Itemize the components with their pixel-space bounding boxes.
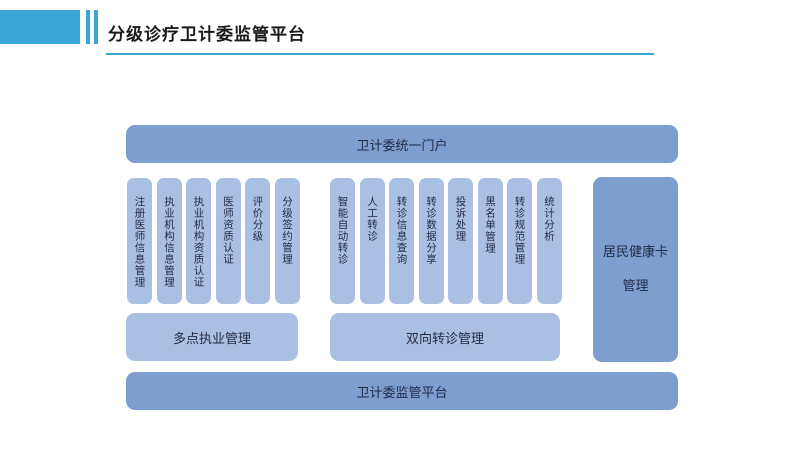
health-card-label-1: 居民健康卡 xyxy=(602,244,668,260)
module-column-text: 医师资质 xyxy=(222,196,234,242)
module-column-text: 统计分析 xyxy=(543,196,555,242)
module-column-label: 转诊规范管理 xyxy=(514,196,526,304)
module-column-label: 转诊数据分享 xyxy=(425,196,437,304)
module-column-text: 智能自动 xyxy=(336,196,349,242)
module-column-label: 评价分级 xyxy=(252,196,264,304)
module-column: 转诊规范管理 xyxy=(507,178,532,304)
module-column-text: 评价分级 xyxy=(251,196,264,242)
module-column-label: 注册医师信息管理 xyxy=(134,196,146,304)
module-column-label: 执业机构信息管理 xyxy=(163,196,175,304)
module-column-label: 执业机构资质认证 xyxy=(193,196,205,304)
module-column-text: 注册医师 xyxy=(133,196,146,242)
module-column: 分级签约管理 xyxy=(274,178,300,304)
module-column-label: 转诊信息查询 xyxy=(396,196,408,304)
module-column-text: 黑名单 xyxy=(484,196,496,231)
module-column-text: 管理 xyxy=(484,230,496,254)
portal-bar: 卫计委统一门户 xyxy=(126,125,678,163)
module-column: 评价分级 xyxy=(245,178,270,304)
health-card-label-2: 管理 xyxy=(622,278,649,294)
header-accent-bar xyxy=(0,10,80,44)
header-accent-stripe xyxy=(94,10,98,44)
module-column-label: 分级签约管理 xyxy=(281,196,293,304)
module-column-text: 分享 xyxy=(425,242,437,265)
module-column-label: 黑名单管理 xyxy=(484,196,496,304)
multi-site-practice-box: 多点执业管理 xyxy=(126,313,298,361)
module-column-label: 统计分析 xyxy=(543,196,555,304)
module-column-text: 认证 xyxy=(222,242,234,265)
module-column-text: 转诊规范 xyxy=(513,196,526,242)
module-column: 执业机构资质认证 xyxy=(186,178,211,304)
module-column: 执业机构信息管理 xyxy=(156,178,182,304)
module-column: 转诊信息查询 xyxy=(389,178,414,304)
module-column-text: 管理 xyxy=(281,242,293,265)
module-column-text: 转诊 xyxy=(336,242,349,265)
header-accent-stripe xyxy=(86,10,90,44)
module-column-label: 人工转诊 xyxy=(366,196,378,304)
module-column-text: 执业机构 xyxy=(192,196,205,242)
module-column-text: 查询 xyxy=(395,242,408,265)
page-title: 分级诊疗卫计委监管平台 xyxy=(108,25,306,45)
platform-bar: 卫计委监管平台 xyxy=(126,372,678,410)
module-column-text: 信息管理 xyxy=(163,242,175,288)
module-column: 投诉处理 xyxy=(448,178,473,304)
module-column-text: 投诉处理 xyxy=(454,196,467,242)
module-column-label: 投诉处理 xyxy=(455,196,467,304)
health-card-box: 居民健康卡 管理 xyxy=(593,177,678,362)
module-column: 智能自动转诊 xyxy=(330,178,355,304)
module-column-text: 信息管理 xyxy=(133,242,146,288)
title-underline xyxy=(106,53,654,55)
module-column: 人工转诊 xyxy=(359,178,385,304)
module-column: 转诊数据分享 xyxy=(418,178,444,304)
module-column: 注册医师信息管理 xyxy=(127,178,152,304)
module-column-text: 资质认证 xyxy=(192,242,205,288)
module-column-text: 分级签约 xyxy=(281,196,293,242)
module-column-label: 医师资质认证 xyxy=(222,196,234,304)
module-column-text: 执业机构 xyxy=(163,196,175,242)
module-column: 黑名单管理 xyxy=(477,178,503,304)
module-column: 统计分析 xyxy=(536,178,562,304)
module-column-label: 智能自动转诊 xyxy=(337,196,349,304)
module-column-text: 转诊数据 xyxy=(425,196,437,242)
module-column-text: 转诊信息 xyxy=(395,196,408,242)
two-way-referral-box: 双向转诊管理 xyxy=(330,313,560,361)
module-column-text: 管理 xyxy=(513,242,526,265)
module-column: 医师资质认证 xyxy=(215,178,241,304)
module-column-text: 人工转诊 xyxy=(366,196,378,242)
